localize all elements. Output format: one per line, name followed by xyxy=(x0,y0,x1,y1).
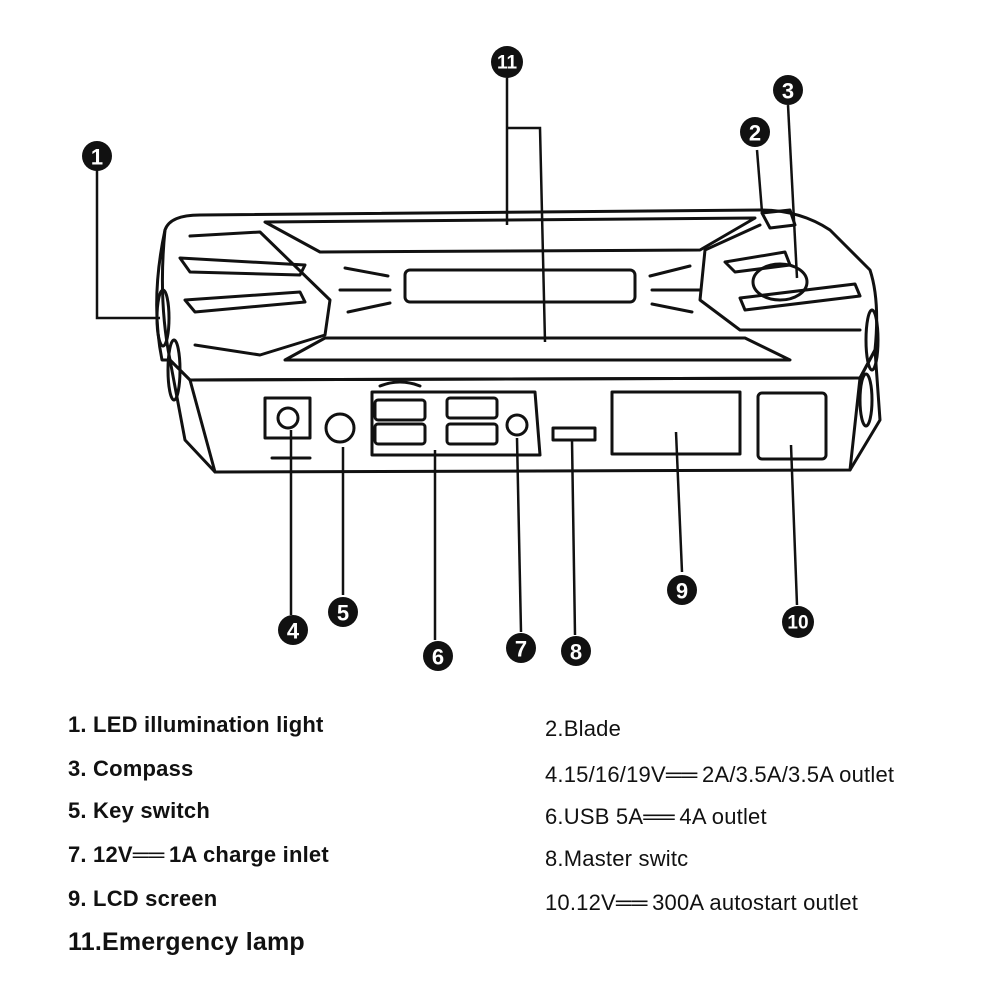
callout-9: 9 xyxy=(676,579,688,604)
usb-housing xyxy=(370,390,542,457)
legend-item-2: 2.Blade xyxy=(545,716,622,741)
device-front-face xyxy=(168,348,882,474)
callout-5: 5 xyxy=(337,601,349,626)
callout-8: 8 xyxy=(570,640,582,665)
legend-item-5: 5. Key switch xyxy=(68,798,210,823)
dc-outlet xyxy=(263,396,312,440)
parts-legend: 1. LED illumination light 3. Compass 5. … xyxy=(0,690,1000,1000)
legend-item-6: 6.USB 5A══ 4A outlet xyxy=(545,804,767,829)
usb-port-3 xyxy=(445,396,499,420)
top-lcd-window xyxy=(403,268,637,304)
device-top-outline xyxy=(160,208,879,382)
callout-11: 11 xyxy=(497,53,518,74)
usb-port-1 xyxy=(373,398,427,422)
compass xyxy=(751,262,809,302)
blade xyxy=(760,208,797,230)
legend-item-10: 10.12V══ 300A autostart outlet xyxy=(545,890,859,915)
legend-item-11: 11.Emergency lamp xyxy=(68,928,305,956)
master-switch xyxy=(551,426,597,442)
callout-7: 7 xyxy=(515,637,527,662)
callout-1: 1 xyxy=(91,145,103,170)
key-switch xyxy=(324,412,356,444)
legend-item-3: 3. Compass xyxy=(68,756,194,781)
usb-port-2 xyxy=(373,422,427,446)
callout-4: 4 xyxy=(287,619,300,644)
charge-inlet xyxy=(505,413,529,437)
legend-item-7: 7. 12V══ 1A charge inlet xyxy=(68,842,329,867)
callout-10: 10 xyxy=(787,613,808,634)
top-lamp-panel xyxy=(263,216,757,254)
callout-3: 3 xyxy=(782,79,794,104)
usb-port-4 xyxy=(445,422,499,446)
jump-starter-diagram: 1 2 3 11 4 5 6 7 8 9 10 xyxy=(82,46,882,671)
callout-2: 2 xyxy=(749,121,761,146)
legend-item-9: 9. LCD screen xyxy=(68,886,218,911)
legend-item-1: 1. LED illumination light xyxy=(68,712,324,737)
legend-item-4: 4.15/16/19V══ 2A/3.5A/3.5A outlet xyxy=(545,762,895,787)
bottom-lamp-panel xyxy=(283,336,792,362)
callout-6: 6 xyxy=(432,645,444,670)
legend-item-8: 8.Master switc xyxy=(545,846,689,871)
